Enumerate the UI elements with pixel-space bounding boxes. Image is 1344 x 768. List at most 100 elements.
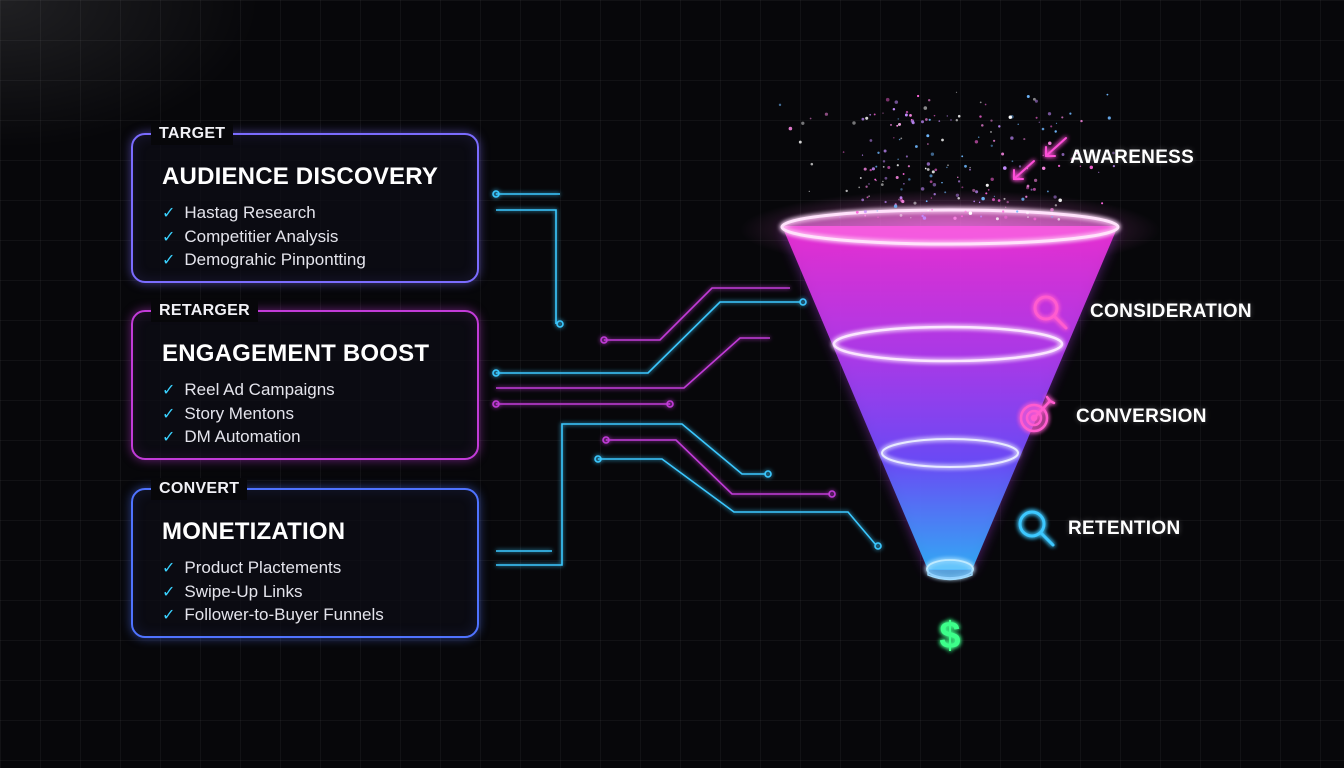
particle: [1030, 188, 1033, 191]
particle: [968, 211, 973, 215]
particle: [1070, 157, 1074, 161]
particle: [921, 120, 924, 124]
particle: [960, 215, 964, 218]
list-item: ✓DM Automation: [162, 427, 301, 446]
check-icon: ✓: [162, 226, 176, 246]
card-engagement-boost: RETARGER ENGAGEMENT BOOST ✓Reel Ad Campa…: [131, 300, 479, 460]
stage-label-awareness: AWARENESS: [1070, 147, 1195, 168]
particle: [1026, 184, 1030, 188]
particle: [995, 217, 999, 221]
particle: [1005, 206, 1007, 208]
particle: [929, 174, 933, 178]
particle: [1107, 116, 1111, 120]
magnifier-icon: [1018, 510, 1055, 547]
particle: [1046, 190, 1049, 193]
particle: [1041, 166, 1046, 171]
particle: [788, 126, 793, 131]
particle: [876, 210, 879, 212]
card-checklist: ✓Product Plactements ✓Swipe-Up Links ✓Fo…: [162, 556, 384, 627]
particle: [875, 165, 878, 168]
particle: [893, 204, 898, 208]
magnifier-icon: [1033, 295, 1068, 330]
particle: [990, 177, 994, 181]
particle: [916, 94, 920, 98]
particle: [1080, 119, 1083, 123]
particle: [1006, 200, 1009, 204]
particle: [903, 182, 905, 185]
particle: [1001, 152, 1005, 156]
particle: [1010, 136, 1014, 140]
particle: [985, 192, 988, 195]
particle: [839, 216, 841, 219]
particle: [1026, 95, 1030, 98]
particle: [1112, 165, 1115, 168]
card-audience-discovery: TARGET AUDIENCE DISCOVERY ✓Hastag Resear…: [131, 123, 479, 283]
particle: [930, 197, 933, 199]
stage-label-consideration: CONSIDERATION: [1090, 301, 1252, 322]
particle: [1011, 160, 1014, 163]
particle: [877, 216, 879, 219]
particle: [964, 210, 967, 213]
check-icon: ✓: [162, 605, 176, 624]
particle: [1048, 141, 1052, 145]
particle: [1047, 112, 1052, 116]
particle: [934, 168, 938, 172]
particle: [981, 196, 985, 201]
particle: [855, 210, 859, 214]
particle: [871, 167, 875, 171]
particle: [926, 134, 930, 138]
list-item: ✓Swipe-Up Links: [162, 581, 303, 601]
particle: [869, 113, 872, 116]
check-icon: ✓: [162, 250, 176, 269]
particle: [1051, 216, 1053, 218]
particle: [981, 124, 984, 127]
particle: [972, 188, 976, 192]
particle: [931, 208, 933, 211]
particle: [885, 97, 890, 102]
particle: [953, 216, 957, 220]
particle: [1055, 122, 1058, 124]
particle: [928, 118, 931, 121]
particle: [990, 131, 992, 133]
particle: [810, 162, 814, 166]
particle: [984, 103, 987, 106]
particle: [892, 107, 896, 111]
particle: [809, 117, 812, 120]
particle: [979, 115, 982, 118]
particle: [895, 176, 899, 179]
particle: [893, 137, 895, 139]
particle: [859, 177, 862, 179]
particle: [865, 185, 868, 188]
particle: [1023, 138, 1026, 141]
particle: [1002, 210, 1005, 213]
card-monetization: CONVERT MONETIZATION ✓Product Plactement…: [131, 478, 479, 638]
particle: [1004, 215, 1008, 219]
particle: [978, 201, 981, 204]
particle: [887, 165, 891, 170]
particle: [920, 187, 925, 191]
connector-line: [496, 301, 800, 374]
particle: [955, 91, 958, 93]
particle: [964, 164, 967, 168]
particle: [1018, 165, 1022, 168]
particle: [1032, 187, 1036, 191]
particle: [957, 180, 961, 183]
particle: [861, 198, 865, 202]
particle: [924, 167, 927, 170]
particle: [961, 155, 964, 158]
particle: [908, 178, 911, 181]
particle: [1034, 99, 1038, 103]
particle: [923, 213, 925, 215]
card-tag: TARGET: [151, 123, 234, 145]
particle: [808, 190, 810, 193]
particle-cloud: [778, 91, 1115, 221]
particle: [987, 189, 990, 191]
connector-line: [496, 337, 770, 389]
particle: [1057, 217, 1061, 221]
particle: [925, 118, 928, 121]
particle: [861, 154, 864, 156]
particle: [899, 214, 903, 217]
particle: [905, 110, 909, 114]
card-title: AUDIENCE DISCOVERY: [162, 163, 439, 190]
particle: [894, 100, 899, 104]
